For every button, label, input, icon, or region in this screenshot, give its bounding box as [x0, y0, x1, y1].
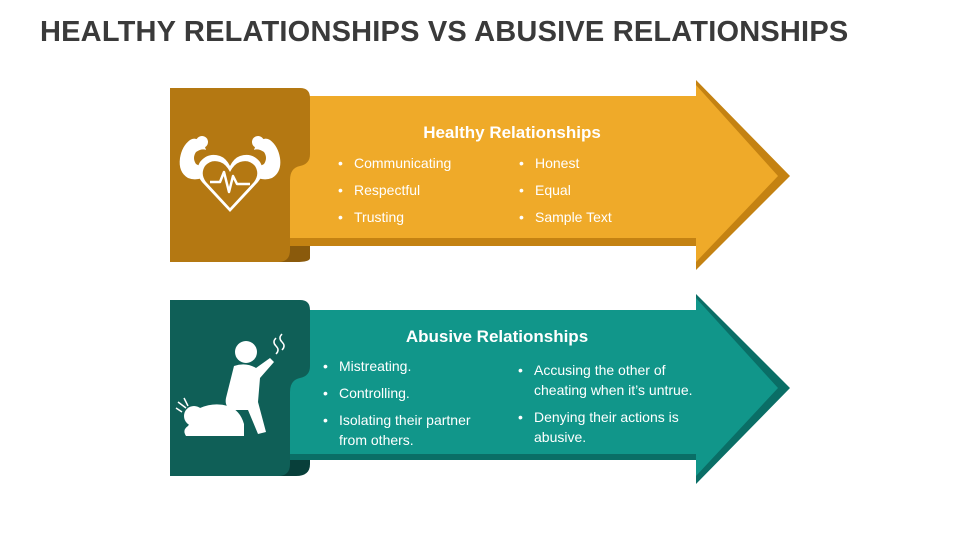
list-item: Communicating — [338, 153, 508, 180]
abusive-left-list: Mistreating. Controlling. Isolating thei… — [323, 356, 499, 457]
list-item: Accusing the other of cheating when it’s… — [518, 360, 708, 400]
list-item: Denying their actions is abusive. — [518, 407, 708, 447]
list-item: Isolating their partner from others. — [323, 410, 499, 450]
strong-heart-icon — [176, 132, 284, 216]
abuse-person-icon — [174, 332, 290, 444]
list-item: Sample Text — [519, 207, 689, 234]
list-item: Honest — [519, 153, 689, 180]
healthy-right-list: Honest Equal Sample Text — [519, 153, 689, 234]
healthy-title: Healthy Relationships — [423, 123, 601, 142]
list-item: Equal — [519, 180, 689, 207]
abusive-right-list: Accusing the other of cheating when it’s… — [518, 360, 708, 454]
healthy-left-list: Communicating Respectful Trusting — [338, 153, 508, 234]
list-item: Trusting — [338, 207, 508, 234]
list-item: Controlling. — [323, 383, 499, 403]
list-item: Mistreating. — [323, 356, 499, 376]
list-item: Respectful — [338, 180, 508, 207]
abusive-relationships-block: Abusive Relationships Mistreating. Contr… — [0, 292, 960, 488]
abusive-title: Abusive Relationships — [405, 327, 589, 346]
healthy-relationships-block: Healthy Relationships Communicating Resp… — [0, 80, 960, 272]
slide-title: HEALTHY RELATIONSHIPS VS ABUSIVE RELATIO… — [40, 16, 849, 48]
